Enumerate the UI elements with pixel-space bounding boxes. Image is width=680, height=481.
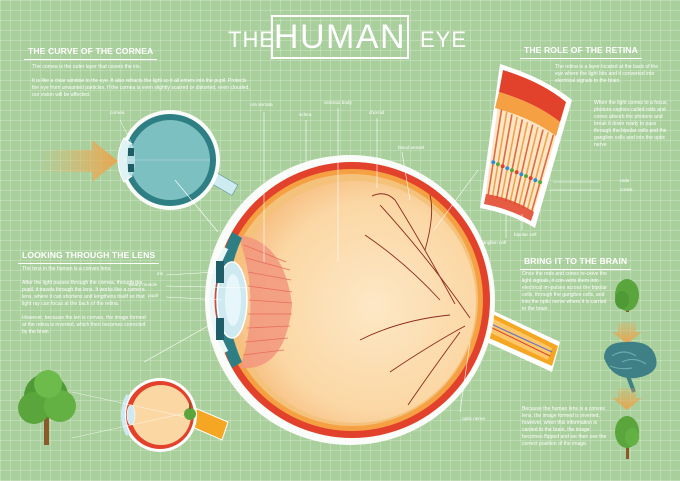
brain-pathway	[604, 279, 657, 459]
cell-nucleus	[538, 180, 543, 185]
tree-bottom	[615, 416, 639, 459]
photoreceptor-cell	[509, 121, 529, 204]
inverted-tree-image	[184, 403, 196, 420]
cell-nucleus	[528, 176, 533, 181]
cell-nucleus	[533, 178, 538, 183]
photoreceptor-cell	[513, 124, 534, 205]
title-suffix: EYE	[420, 27, 468, 52]
label-rods: rods	[620, 178, 630, 183]
cell-nucleus	[505, 166, 510, 171]
blood-vessels	[359, 193, 471, 406]
photoreceptor-cell	[487, 109, 503, 195]
cell-nucleus	[519, 172, 524, 177]
incoming-light-arrow	[38, 140, 118, 182]
label-sclera: sclera	[299, 112, 312, 117]
label-vitreous-body: vitreous body	[324, 100, 352, 105]
brain-heading: BRING IT TO THE BRAIN	[520, 256, 632, 270]
cell-nucleus	[495, 162, 500, 167]
label-choroid: choroid	[369, 110, 385, 115]
photoreceptor-layer	[487, 109, 555, 212]
brain-description-2: Because the human lens is a convex lens,…	[522, 406, 607, 447]
lens-description: The lens in the human is a convex lens. …	[22, 266, 146, 335]
label-bipolar-cell: bipolar cell	[514, 232, 537, 237]
cell-nucleus	[491, 160, 496, 165]
photoreceptor-cell	[504, 119, 524, 202]
label-ganglion-cell: ganglion cell	[480, 240, 507, 245]
label-optic-nerve: optic nerve	[462, 416, 485, 421]
title-prefix: THE	[228, 27, 275, 52]
label-blood-vessel: blood vessel	[398, 145, 425, 150]
main-eye-diagram	[143, 108, 560, 445]
photoreceptor-cell	[517, 126, 539, 207]
cell-nucleus	[514, 170, 519, 175]
cell-nucleus	[523, 174, 528, 179]
title-main: HUMAN	[271, 15, 409, 59]
retina-heading: THE ROLE OF THE RETINA	[520, 45, 642, 59]
photoreceptor-cell	[531, 134, 555, 212]
brain-description-1: Once the rods and cones re-ceive the lig…	[522, 271, 607, 312]
photoreceptor-cell	[526, 131, 549, 210]
vitreous-body-shape	[234, 181, 476, 423]
tree-illustration	[18, 370, 76, 445]
cell-nucleus	[500, 164, 505, 169]
tree-top	[615, 279, 639, 312]
label-cones: cones	[620, 187, 633, 192]
ora-serrata-fringe	[238, 235, 293, 369]
label-cornea: cornea	[110, 110, 125, 115]
label-ciliary-muscle: ciliary muscle	[129, 282, 158, 287]
label-iris: iris	[157, 271, 163, 276]
retina-description-1: The retina is a layer located at the bac…	[555, 64, 659, 84]
cornea-description: The cornea is the outer layer that cover…	[32, 64, 250, 98]
main-cornea-shape	[209, 246, 229, 354]
lens-heading: LOOKING THROUGH THE LENS	[18, 250, 160, 264]
label-ora-serrata: ora serrata	[250, 102, 273, 107]
cornea-eye-diagram	[38, 110, 239, 210]
lens-eye-diagram	[71, 378, 229, 452]
retina-cross-section	[480, 64, 600, 238]
cell-nucleus	[509, 168, 514, 173]
leader-lines	[143, 108, 479, 413]
photoreceptor-cell	[491, 111, 508, 197]
brain-shape	[604, 341, 657, 393]
label-pupil: pupil	[148, 293, 158, 298]
photoreceptor-cell	[522, 129, 544, 209]
retina-description-2: When the light comes to a focus, photore…	[594, 100, 668, 148]
photoreceptor-cell	[500, 116, 518, 200]
cornea-heading: THE CURVE OF THE CORNEA	[24, 46, 158, 60]
photoreceptor-cell	[496, 114, 513, 199]
